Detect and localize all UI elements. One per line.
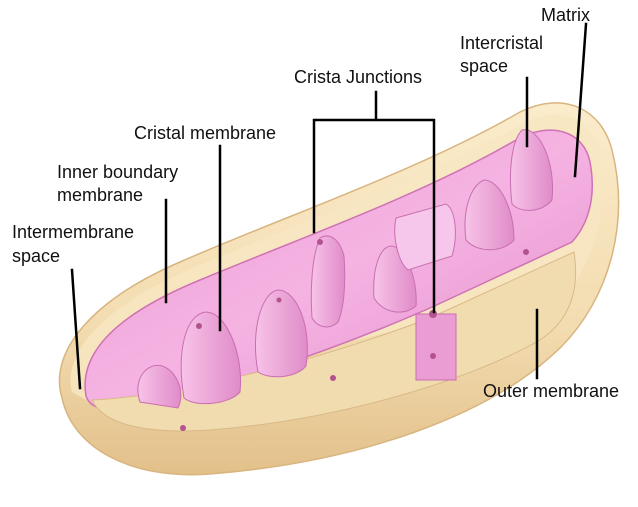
leader-intermembrane [70, 268, 82, 390]
label-intercristal-line1: Intercristal [460, 33, 544, 53]
crista-4 [310, 235, 346, 328]
crista-3 [254, 289, 308, 378]
junction-dot-4 [430, 353, 436, 359]
junction-dot-7 [180, 425, 186, 431]
junction-dot-6 [330, 375, 336, 381]
label-intermembrane-line1: Intermembrane [12, 222, 135, 242]
label-inner-boundary-line1: Inner boundary [57, 162, 179, 182]
leader-lines [70, 22, 588, 390]
label-crista-junctions: Crista Junctions [294, 67, 423, 87]
junction-dot-1 [196, 323, 202, 329]
leader-crista-junctions [312, 90, 436, 314]
label-intercristal-line2: space [460, 56, 509, 76]
crista-2 [180, 311, 242, 405]
junction-dot-8 [276, 297, 282, 303]
label-matrix: Matrix [541, 5, 590, 25]
crista-6 [394, 203, 456, 271]
junction-dot-5 [523, 249, 529, 255]
label-inner-boundary-line2: membrane [57, 185, 144, 205]
crista-1 [137, 364, 182, 409]
label-outer-membrane: Outer membrane [483, 381, 620, 401]
junction-dot-2 [317, 239, 323, 245]
cut-slot [415, 313, 457, 381]
label-cristal-membrane: Cristal membrane [134, 123, 277, 143]
label-intermembrane-line2: space [12, 246, 61, 266]
cristae [137, 129, 554, 409]
crista-8 [509, 129, 554, 211]
crista-7 [464, 179, 515, 251]
leader-matrix [573, 22, 588, 178]
